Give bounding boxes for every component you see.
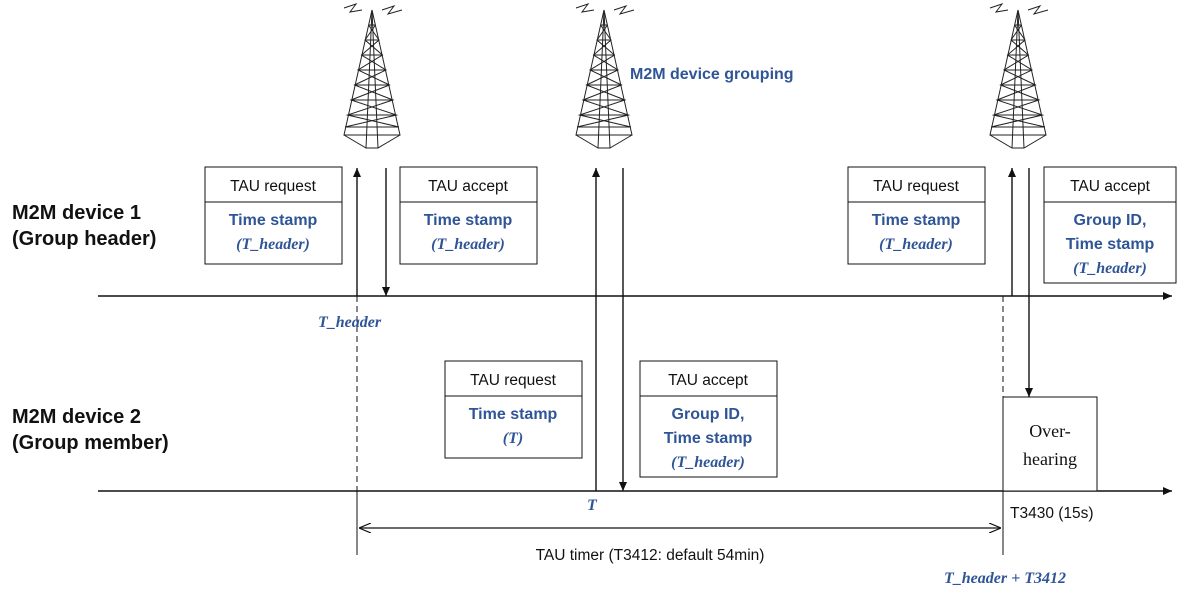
grouping-label: M2M device grouping (630, 66, 794, 83)
box4-line2: Time stamp (664, 430, 753, 447)
t-header-label: T_header (318, 314, 382, 331)
base-station-3-icon (989, 0, 1049, 149)
box2-line2: (T_header) (431, 236, 505, 253)
box6-line3: (T_header) (1073, 260, 1147, 277)
box3-line1: Time stamp (469, 406, 558, 423)
box1-title: TAU request (230, 178, 317, 195)
box2-line1: Time stamp (424, 212, 513, 229)
base-station-1-icon (343, 0, 403, 149)
overhearing-box: Over- hearing (1002, 396, 1098, 492)
device1-name: M2M device 1 (12, 202, 141, 224)
box2-title: TAU accept (428, 178, 509, 195)
overhearing-line1: Over- (1029, 421, 1071, 441)
box5-line1: Time stamp (872, 212, 961, 229)
box4-title: TAU accept (668, 372, 749, 389)
box6-line2: Time stamp (1066, 236, 1155, 253)
t-header-plus-label: T_header + T3412 (944, 570, 1066, 587)
box4-line3: (T_header) (671, 454, 745, 471)
box6-title: TAU accept (1070, 178, 1151, 195)
device2-name: M2M device 2 (12, 406, 141, 428)
tau-accept-box-3: TAU accept Group ID, Time stamp (T_heade… (1043, 166, 1177, 284)
device2-role: (Group member) (12, 432, 169, 454)
t-label: T (587, 497, 598, 514)
box1-line2: (T_header) (236, 236, 310, 253)
tau-request-box-2: TAU request Time stamp (T) (444, 360, 583, 459)
tau-timer-label: TAU timer (T3412: default 54min) (536, 547, 765, 564)
box5-line2: (T_header) (879, 236, 953, 253)
box3-title: TAU request (470, 372, 557, 389)
box5-title: TAU request (873, 178, 960, 195)
box6-line1: Group ID, (1074, 212, 1147, 229)
tau-accept-box-1: TAU accept Time stamp (T_header) (399, 166, 538, 265)
box1-line1: Time stamp (229, 212, 318, 229)
device1-role: (Group header) (12, 228, 156, 250)
overhearing-line2: hearing (1023, 449, 1077, 469)
tau-request-box-1: TAU request Time stamp (T_header) (204, 166, 343, 265)
box4-line1: Group ID, (672, 406, 745, 423)
base-station-2-icon (575, 0, 635, 149)
tau-request-box-3: TAU request Time stamp (T_header) (847, 166, 986, 265)
box3-line2: (T) (503, 430, 523, 447)
tau-accept-box-2: TAU accept Group ID, Time stamp (T_heade… (639, 360, 778, 478)
t3430-label: T3430 (15s) (1010, 505, 1094, 522)
